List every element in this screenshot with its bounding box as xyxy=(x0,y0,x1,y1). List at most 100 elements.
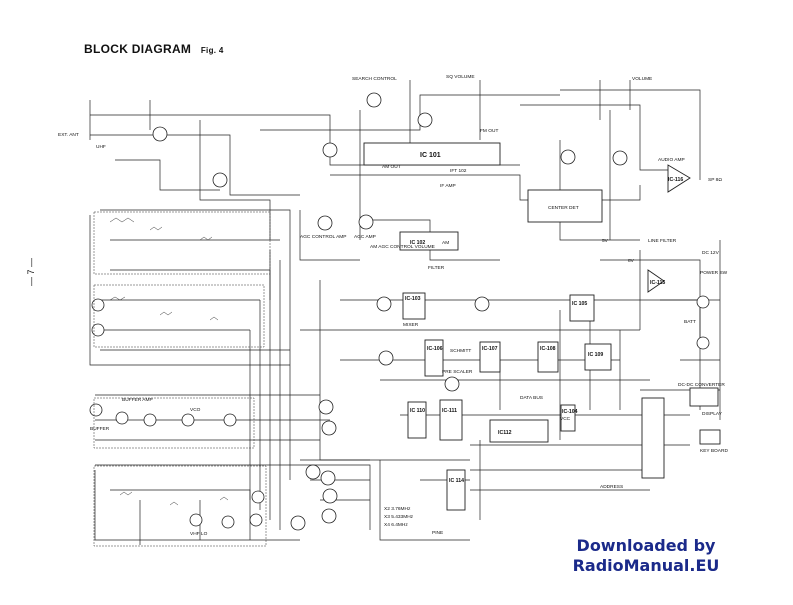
ic112-label: IC112 xyxy=(498,430,512,436)
transistor-q21 xyxy=(305,464,321,480)
ext-ant-label: EXT. ANT xyxy=(58,132,79,138)
ic109-block xyxy=(584,343,612,371)
watermark: Downloaded by RadioManual.EU xyxy=(566,536,726,576)
filter-label: FILTER xyxy=(428,265,445,271)
transistor-q7 xyxy=(358,214,374,230)
fm-out-label: FM OUT xyxy=(480,128,498,134)
keyboard-label: KEY BOARD xyxy=(700,448,728,454)
address-label: ADDRESS xyxy=(600,484,623,490)
ic102-label: IC 102 xyxy=(410,240,425,246)
transistor-q10 xyxy=(376,296,392,312)
transistor-q6 xyxy=(317,215,333,231)
ic109-label: IC 109 xyxy=(588,352,603,358)
ic116-amp-triangle xyxy=(667,164,691,193)
volume-label: VOLUME xyxy=(632,76,652,82)
page-title: BLOCK DIAGRAM Fig. 4 xyxy=(84,42,224,56)
ic-blocks xyxy=(363,142,721,511)
ic110-label: IC 110 xyxy=(410,408,425,414)
crystal-x3-label: X3 5.433MHz xyxy=(384,514,414,520)
transistor-q16 xyxy=(115,411,129,425)
ic102-block xyxy=(399,231,459,251)
ic108-label: IC-108 xyxy=(540,346,556,352)
am-agc-volume-label: AM AGC CONTROL VOLUME xyxy=(370,244,435,250)
dc-dc-block xyxy=(689,387,719,407)
am-label: AM xyxy=(442,240,449,246)
transistor-q30 xyxy=(91,298,105,312)
ic104-label: IC-104 xyxy=(562,409,578,415)
transistors xyxy=(89,92,710,531)
keyboard-block xyxy=(699,429,721,445)
ic101-block xyxy=(363,142,501,166)
ic115-label: IC-115 xyxy=(650,280,665,286)
transistor-q19 xyxy=(223,413,237,427)
ic105-block xyxy=(569,294,595,322)
transistor-q4 xyxy=(366,92,382,108)
ic114-label: IC 114 xyxy=(449,478,464,484)
sq-volume-label: SQ VOLUME xyxy=(446,74,475,80)
crystal-x4-label: X4 6.4MHz xyxy=(384,522,408,528)
lo-section xyxy=(93,465,267,547)
transistor-q29 xyxy=(249,513,263,527)
ic105-label: IC 105 xyxy=(572,301,587,307)
ic106-block xyxy=(424,339,444,377)
buffer-amp-label: BUFFER AMP xyxy=(122,397,153,403)
transistor-q31 xyxy=(91,323,105,337)
reg-8v-label: 8V xyxy=(628,258,635,264)
uhf-section xyxy=(93,284,265,348)
transistor-q28 xyxy=(189,513,203,527)
vco-section xyxy=(93,397,255,449)
pine-label: PINE xyxy=(432,530,443,536)
vhf-hi-section xyxy=(93,211,271,275)
watermark-line-2: RadioManual.EU xyxy=(572,556,720,575)
power-sw-label: POWER SW xyxy=(700,270,728,276)
transistor-q15 xyxy=(321,420,337,436)
batt-label: BATT xyxy=(684,319,696,325)
uhf-label: UHF xyxy=(96,144,106,150)
transistor-q17 xyxy=(143,413,157,427)
transistor-q25 xyxy=(290,515,306,531)
transistor-q3 xyxy=(322,142,338,158)
dc-input-label: DC 12V xyxy=(702,250,720,256)
transistor-q33 xyxy=(696,336,710,350)
signal-labels: EXT. ANT SEARCH CONTROL SQ VOLUME VOLUME… xyxy=(58,74,728,537)
vcc-label: VCC xyxy=(560,416,571,422)
schmitt-label: SCHMITT xyxy=(450,348,471,354)
data-bus-label: DATA BUS xyxy=(520,395,543,401)
vhf-lo-label: VHF LO xyxy=(190,531,208,537)
transistor-q24 xyxy=(321,508,337,524)
audio-amp-label: AUDIO AMP xyxy=(658,157,685,163)
ic103-block xyxy=(402,292,426,320)
transistor-q20 xyxy=(89,403,103,417)
ic101-label: IC 101 xyxy=(420,152,441,159)
ic113-block xyxy=(560,404,576,432)
transistor-q32 xyxy=(696,295,710,309)
reg-5v-label: 5V xyxy=(602,238,609,244)
ic110-block xyxy=(407,401,427,439)
center-det-block xyxy=(527,189,603,223)
am-out-label: AM OUT xyxy=(382,164,401,170)
ic116-label: IC-116 xyxy=(668,177,683,183)
ic115-amp-triangle xyxy=(647,269,665,293)
ic107-block xyxy=(479,341,501,373)
transistor-q2 xyxy=(212,172,228,188)
search-control-label: SEARCH CONTROL xyxy=(352,76,397,82)
ic106-label: IC-106 xyxy=(427,346,443,352)
buffer-label: BUFFER xyxy=(90,426,110,432)
figure-number: Fig. 4 xyxy=(200,46,224,55)
speaker-label: SP 8Ω xyxy=(708,177,722,183)
ic114-block xyxy=(446,469,466,511)
ic112-block xyxy=(489,419,549,443)
agc-amp-label: AGC AMP xyxy=(354,234,376,240)
ic-cpu-block xyxy=(641,397,665,479)
center-det-label: CENTER DET xyxy=(548,205,579,211)
transistor-q23 xyxy=(322,488,338,504)
transistor-q14 xyxy=(318,399,334,415)
transistor-q9 xyxy=(612,150,628,166)
transistor-q1 xyxy=(152,126,168,142)
transistor-q5 xyxy=(417,112,433,128)
transistor-q27 xyxy=(221,515,235,529)
dc-dc-label: DC-DC CONVERTER xyxy=(678,382,725,388)
wiring xyxy=(89,80,721,545)
transistor-q18 xyxy=(181,413,195,427)
